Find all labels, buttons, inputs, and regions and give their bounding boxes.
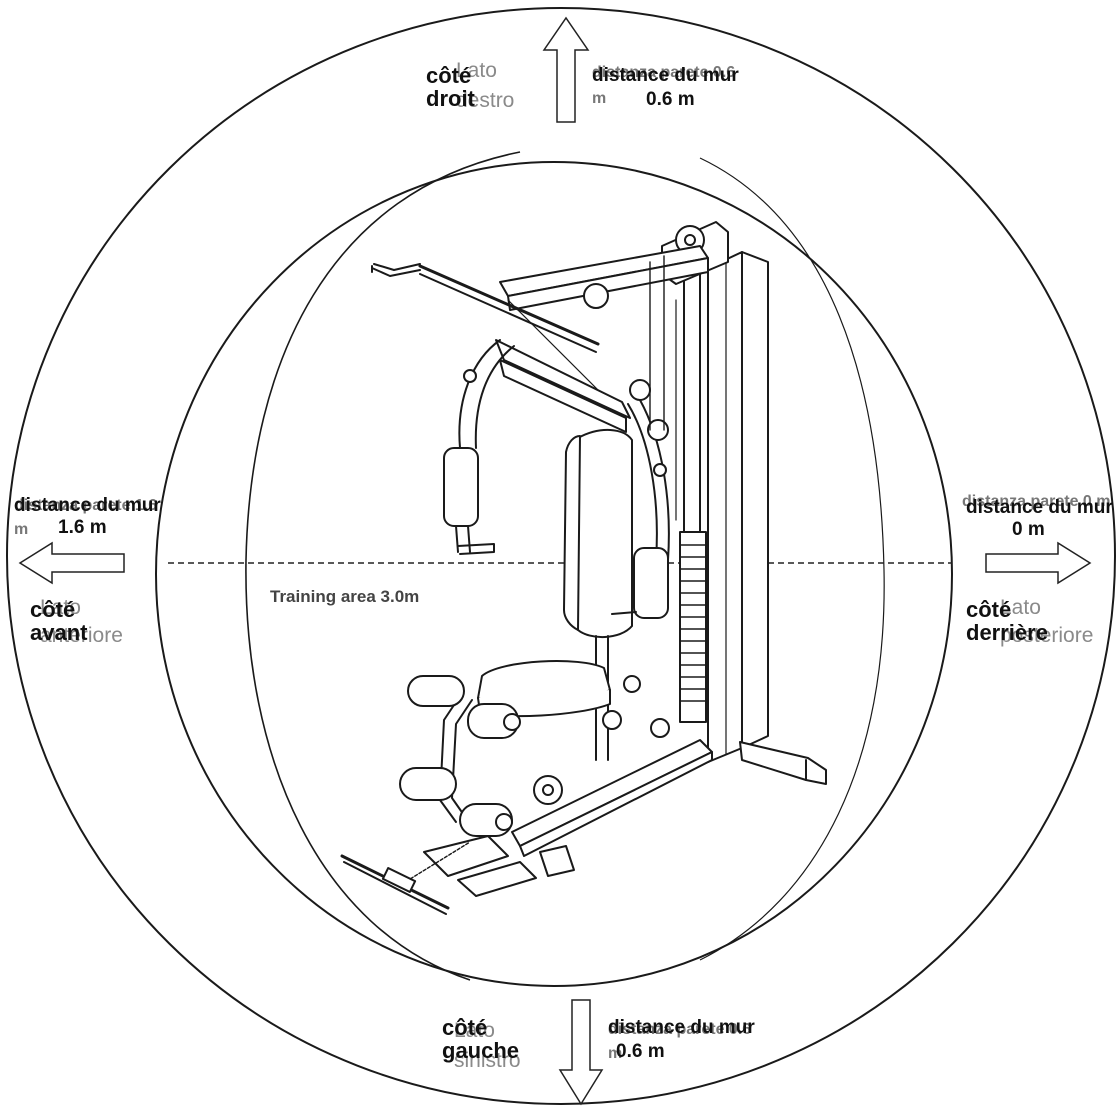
left-distance-label-it: distanza parete 1.6 m xyxy=(14,497,158,538)
bottom-distance-label-fr: distance du mur xyxy=(608,1017,755,1038)
arrow-left-icon xyxy=(18,541,125,585)
bottom-side-label-fr: côté gauche xyxy=(442,1015,520,1063)
left-side-label-it: Lato anteriore xyxy=(40,596,123,647)
left-distance-label-fr: distance du mur xyxy=(14,495,161,516)
right-side-label-it: Lato posteriore xyxy=(1000,596,1094,647)
outer-training-circle xyxy=(6,7,1116,1105)
arrow-right-icon xyxy=(985,541,1092,585)
right-distance-label-it: distanza parete 0 m xyxy=(962,493,1111,510)
bottom-distance-value: 0.6 m xyxy=(616,1041,665,1062)
home-gym-machine-icon xyxy=(340,221,827,915)
left-side-label-fr: côté avant xyxy=(30,597,88,645)
top-distance-value: 0.6 m xyxy=(646,89,695,110)
bottom-distance-label-it: distanza parete 0.6 m xyxy=(608,1021,752,1062)
inner-footprint-circle xyxy=(155,161,953,987)
inner-arc-right xyxy=(699,157,885,961)
top-side-label-it: Lato destro xyxy=(456,59,515,112)
top-distance-label-it: distanza parete 0.6 m xyxy=(592,64,736,107)
inner-arc-left xyxy=(245,151,521,981)
bottom-side-label-it: Lato sinistro xyxy=(454,1019,521,1072)
right-distance-value: 0 m xyxy=(1012,519,1045,540)
right-distance-label-fr: distance du mur xyxy=(966,497,1113,518)
arrow-up-icon xyxy=(542,16,590,123)
top-distance-label-fr: distance du mur xyxy=(592,65,739,86)
arrow-down-icon xyxy=(558,999,604,1106)
right-side-label-fr: côté derrière xyxy=(966,597,1048,645)
left-distance-value: 1.6 m xyxy=(58,517,107,538)
top-side-label-fr: côté droit xyxy=(426,63,475,111)
training-area-label: Training area 3.0m xyxy=(270,587,420,606)
